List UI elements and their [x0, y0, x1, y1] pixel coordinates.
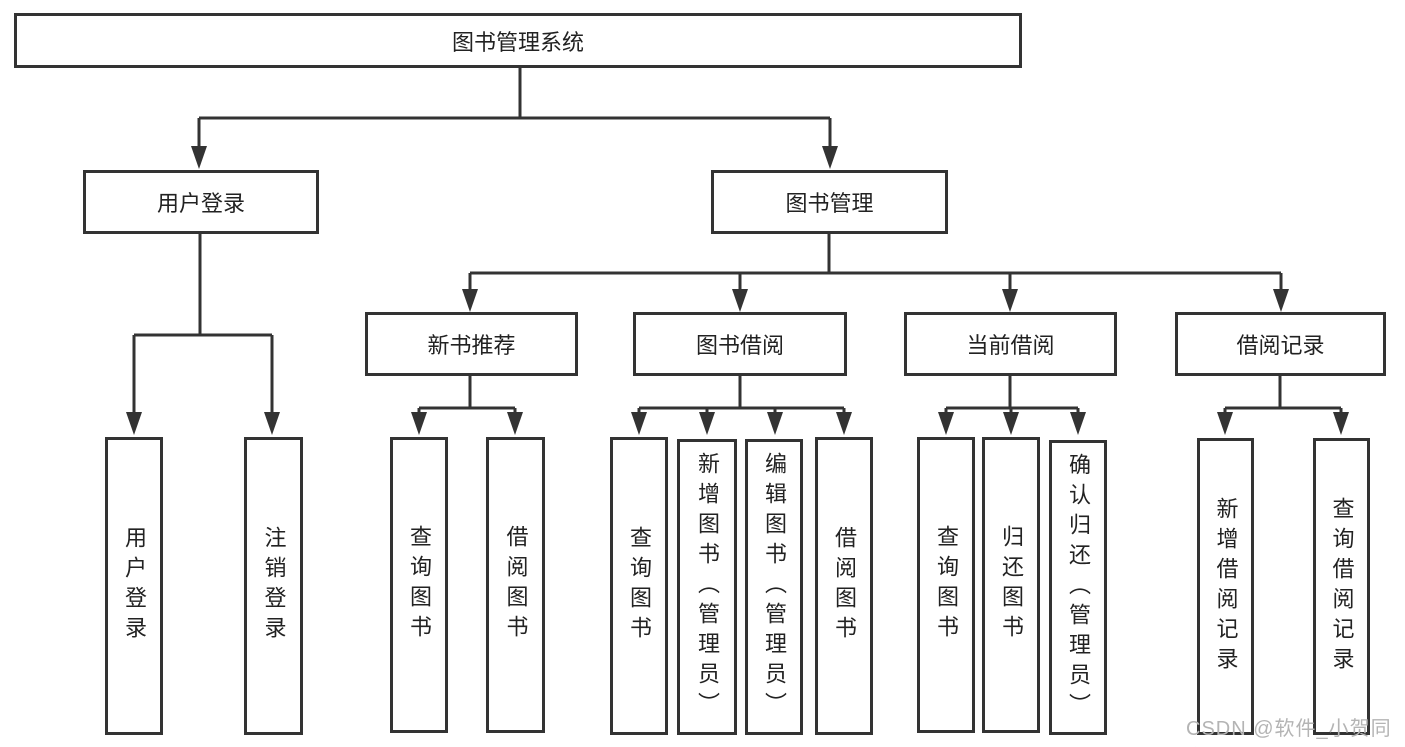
node-borrowing-records: 借阅记录 — [1175, 312, 1386, 376]
node-leaf-query-books-recommend: 查询图书 — [390, 437, 448, 733]
node-leaf-confirm-return-admin: 确认归还（管理员） — [1049, 440, 1107, 735]
node-leaf-logout: 注销登录 — [244, 437, 303, 735]
node-leaf-query-borrow-record: 查询借阅记录 — [1313, 438, 1370, 735]
node-book-borrowing: 图书借阅 — [633, 312, 847, 376]
node-current-borrowing: 当前借阅 — [904, 312, 1117, 376]
node-root: 图书管理系统 — [14, 13, 1022, 68]
node-leaf-add-borrow-record: 新增借阅记录 — [1197, 438, 1254, 735]
node-leaf-query-books-current: 查询图书 — [917, 437, 975, 733]
arrowheads — [126, 146, 1349, 435]
node-leaf-query-books-borrowing: 查询图书 — [610, 437, 668, 735]
node-leaf-user-login: 用户登录 — [105, 437, 163, 735]
node-leaf-borrow-books-recommend: 借阅图书 — [486, 437, 545, 733]
watermark: CSDN @软件_小贺同学 — [1186, 718, 1392, 740]
node-leaf-edit-books-admin: 编辑图书（管理员） — [745, 439, 803, 735]
node-leaf-return-books: 归还图书 — [982, 437, 1040, 733]
node-leaf-add-books-admin: 新增图书（管理员） — [677, 439, 737, 735]
node-user-login-group: 用户登录 — [83, 170, 319, 234]
node-book-management: 图书管理 — [711, 170, 948, 234]
node-leaf-borrow-books-borrowing: 借阅图书 — [815, 437, 873, 735]
node-new-book-recommend: 新书推荐 — [365, 312, 578, 376]
